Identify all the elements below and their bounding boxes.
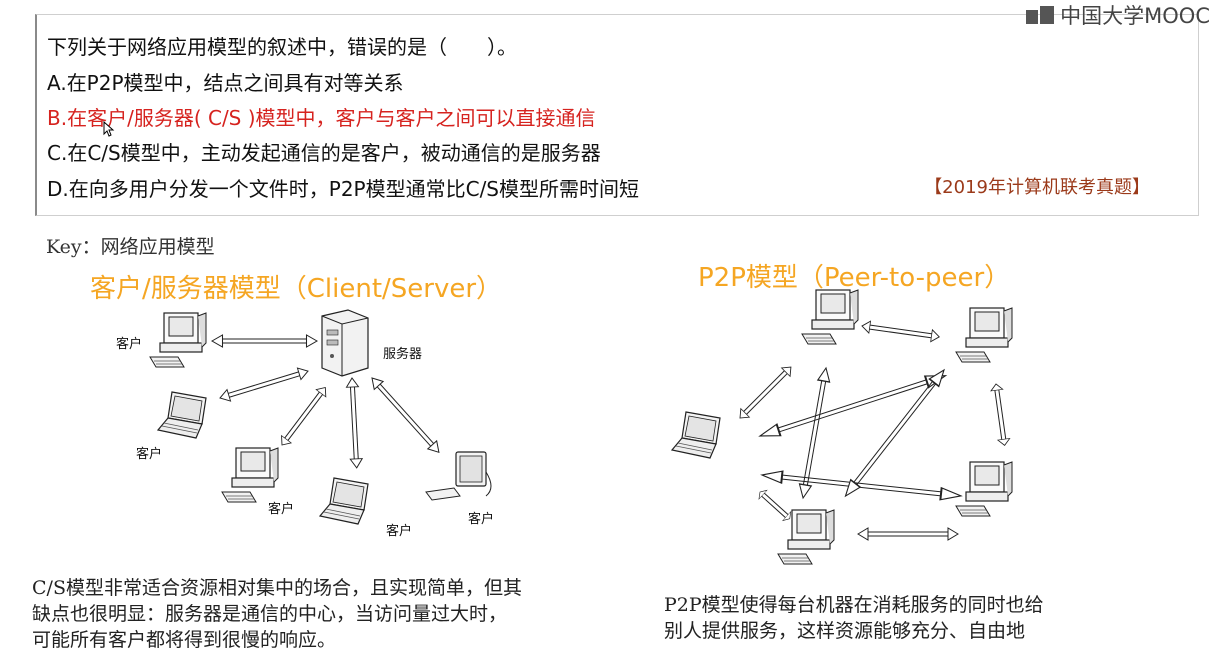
cs-note-line: 可能所有客户都将得到很慢的响应。: [32, 629, 337, 651]
client-monitor-icon: [425, 451, 492, 501]
question-stem: 下列关于网络应用模型的叙述中，错误的是（ ）。: [47, 35, 517, 59]
cs-note-line: 缺点也很明显：服务器是通信的中心，当访问量过大时，: [32, 603, 508, 625]
mooc-logo: 中国大学MOOC: [1026, 0, 1210, 30]
question-box: 下列关于网络应用模型的叙述中，错误的是（ ）。 A.在P2P模型中，结点之间具有…: [35, 14, 1199, 216]
peer-desktop-icon: [801, 289, 859, 345]
p2p-diagram: [671, 289, 1013, 565]
client-desktop-icon: [149, 312, 207, 368]
link-arrow: [857, 527, 959, 541]
peer-desktop-icon: [955, 461, 1013, 517]
server-icon: [321, 309, 369, 377]
link-arrow: [760, 468, 963, 503]
client-desktop-icon: [221, 447, 279, 503]
mooc-logo-text: 中国大学MOOC: [1060, 4, 1210, 28]
client-label: 客户: [386, 523, 412, 539]
mooc-logo-icon: [1026, 4, 1056, 26]
link-arrow: [860, 319, 941, 344]
cs-diagram: 服务器 客户 客户 客户 客户 客户: [116, 309, 494, 539]
p2p-model-title: P2P模型（Peer-to-peer）: [698, 263, 1011, 293]
cs-model-title: 客户/服务器模型（Client/Server）: [90, 274, 503, 304]
link-arrow: [367, 373, 444, 457]
p2p-note: P2P模型使得每台机器在消耗服务的同时也给 别人提供服务，这样资源能够充分、自由…: [664, 592, 1044, 644]
link-arrow: [735, 362, 796, 423]
question-source: 【2019年计算机联考真题】: [924, 177, 1150, 198]
p2p-note-line: P2P模型使得每台机器在消耗服务的同时也给: [664, 594, 1044, 616]
link-arrow: [345, 377, 364, 469]
cs-note-line: C/S模型非常适合资源相对集中的场合，且实现简单，但其: [32, 577, 522, 599]
link-arrow: [217, 364, 311, 405]
p2p-note-line: 别人提供服务，这样资源能够充分、自由地: [664, 620, 1026, 642]
client-laptop-icon: [319, 477, 369, 525]
server-label: 服务器: [383, 346, 422, 362]
client-label: 客户: [468, 511, 494, 527]
option-c[interactable]: C.在C/S模型中，主动发起通信的是客户，被动通信的是服务器: [47, 141, 601, 165]
link-arrow: [755, 487, 795, 524]
option-b[interactable]: B.在客户/服务器( C/S )模型中，客户与客户之间可以直接通信: [47, 106, 596, 130]
link-arrow: [796, 366, 833, 500]
client-label: 客户: [136, 446, 162, 462]
peer-laptop-icon: [671, 411, 721, 459]
mouse-cursor-icon: [103, 121, 115, 137]
client-label: 客户: [116, 336, 142, 352]
option-a[interactable]: A.在P2P模型中，结点之间具有对等关系: [47, 71, 404, 95]
link-arrow: [276, 383, 331, 450]
option-d[interactable]: D.在向多用户分发一个文件时，P2P模型通常比C/S模型所需时间短: [47, 177, 640, 201]
client-label: 客户: [268, 501, 294, 517]
peer-desktop-icon: [955, 307, 1013, 363]
link-arrow: [211, 334, 318, 348]
link-arrow: [989, 382, 1012, 447]
key-label: Key：网络应用模型: [46, 236, 215, 258]
cs-note: C/S模型非常适合资源相对集中的场合，且实现简单，但其 缺点也很明显：服务器是通…: [32, 575, 522, 653]
link-arrow: [840, 365, 950, 501]
client-laptop-icon: [157, 391, 207, 439]
